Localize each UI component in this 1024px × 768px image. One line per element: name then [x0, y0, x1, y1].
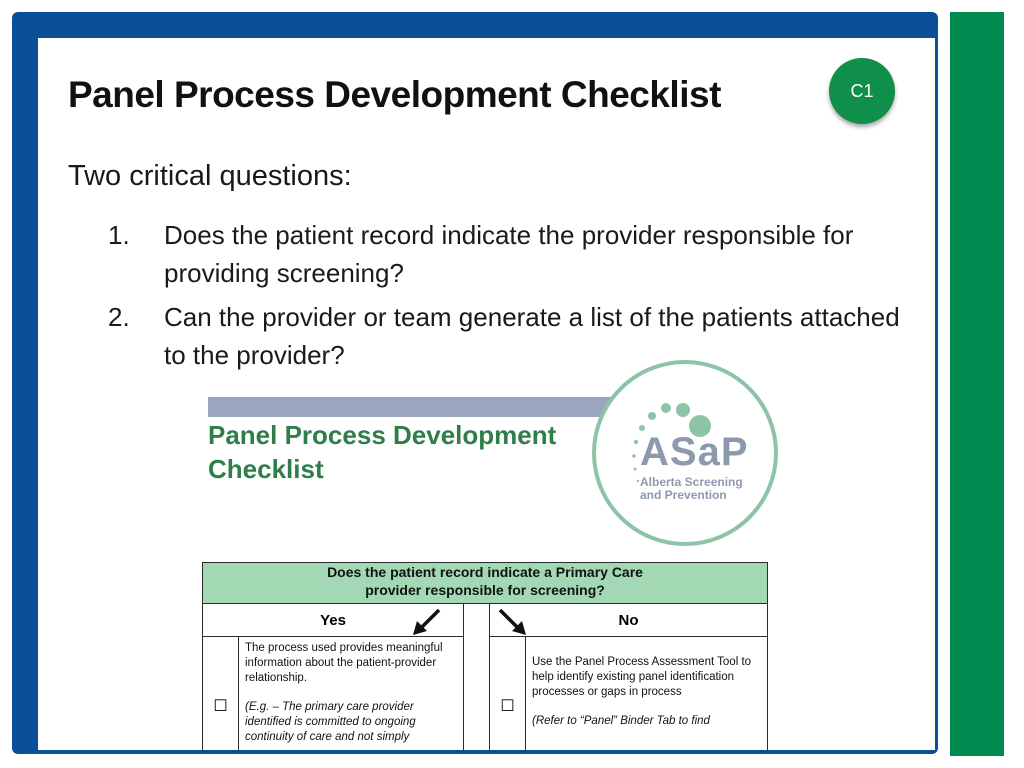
questions-list: 1. Does the patient record indicate the …: [108, 216, 908, 380]
column-gap: [463, 603, 490, 637]
document-title-line: Panel Process Development: [208, 420, 557, 450]
question-number: 2.: [108, 302, 130, 332]
document-title-line: Checklist: [208, 454, 324, 484]
question-text: Does the patient record indicate the pro…: [164, 220, 854, 288]
no-text-paragraph: (Refer to “Panel” Binder Tab to find: [532, 715, 710, 727]
slide-badge: C1: [829, 58, 895, 124]
checklist-question-line: Does the patient record indicate a Prima…: [327, 564, 643, 580]
yes-label: Yes: [320, 611, 346, 629]
no-text: Use the Panel Process Assessment Tool to…: [524, 636, 769, 750]
yes-text-paragraph: (E.g. – The primary care provider identi…: [245, 701, 416, 743]
yes-text-paragraph: The process used provides meaningful inf…: [245, 642, 443, 684]
table-row: Does the patient record indicate a Prima…: [201, 562, 769, 604]
checkbox-icon: ☐: [213, 698, 228, 715]
slide-content: Panel Process Development Checklist C1 T…: [38, 38, 935, 750]
logo-subtitle-line: and Prevention: [640, 488, 727, 502]
document-title: Panel Process Development Checklist: [208, 418, 628, 486]
checklist-question-line: provider responsible for screening?: [365, 582, 605, 598]
question-number: 1.: [108, 220, 130, 250]
checkbox-icon: ☐: [500, 698, 515, 715]
logo-wordmark: ASaP: [640, 430, 749, 474]
question-text: Can the provider or team generate a list…: [164, 302, 900, 370]
column-gap: [463, 636, 490, 750]
yes-text: The process used provides meaningful inf…: [238, 636, 464, 750]
no-label: No: [618, 611, 639, 629]
logo-subtitle-line: Alberta Screening: [640, 475, 743, 489]
yes-header: Yes: [202, 603, 464, 637]
question-item: 2. Can the provider or team generate a l…: [108, 298, 908, 374]
slide-frame: Panel Process Development Checklist C1 T…: [12, 12, 938, 754]
logo-subtitle: Alberta Screening and Prevention: [640, 476, 743, 502]
arrow-down-right-icon: [498, 608, 526, 635]
no-header: No: [488, 603, 769, 637]
no-text-paragraph: Use the Panel Process Assessment Tool to…: [532, 656, 752, 698]
table-row: ☐ The process used provides meaningful i…: [202, 636, 769, 750]
no-checkbox[interactable]: ☐: [489, 636, 526, 750]
side-accent-bar: [950, 12, 1004, 756]
checklist-table: Does the patient record indicate a Prima…: [201, 562, 769, 750]
arrow-down-left-icon: [413, 608, 441, 635]
checklist-question: Does the patient record indicate a Prima…: [201, 562, 769, 604]
slide-subtitle: Two critical questions:: [68, 160, 352, 192]
table-row: Yes No: [202, 603, 769, 637]
yes-checkbox[interactable]: ☐: [202, 636, 239, 750]
question-item: 1. Does the patient record indicate the …: [108, 216, 908, 292]
asap-logo: ASaP Alberta Screening and Prevention: [592, 360, 778, 546]
document-header-bar: [208, 397, 638, 417]
logo-dots-icon: [632, 403, 711, 483]
slide-title: Panel Process Development Checklist: [68, 74, 721, 115]
